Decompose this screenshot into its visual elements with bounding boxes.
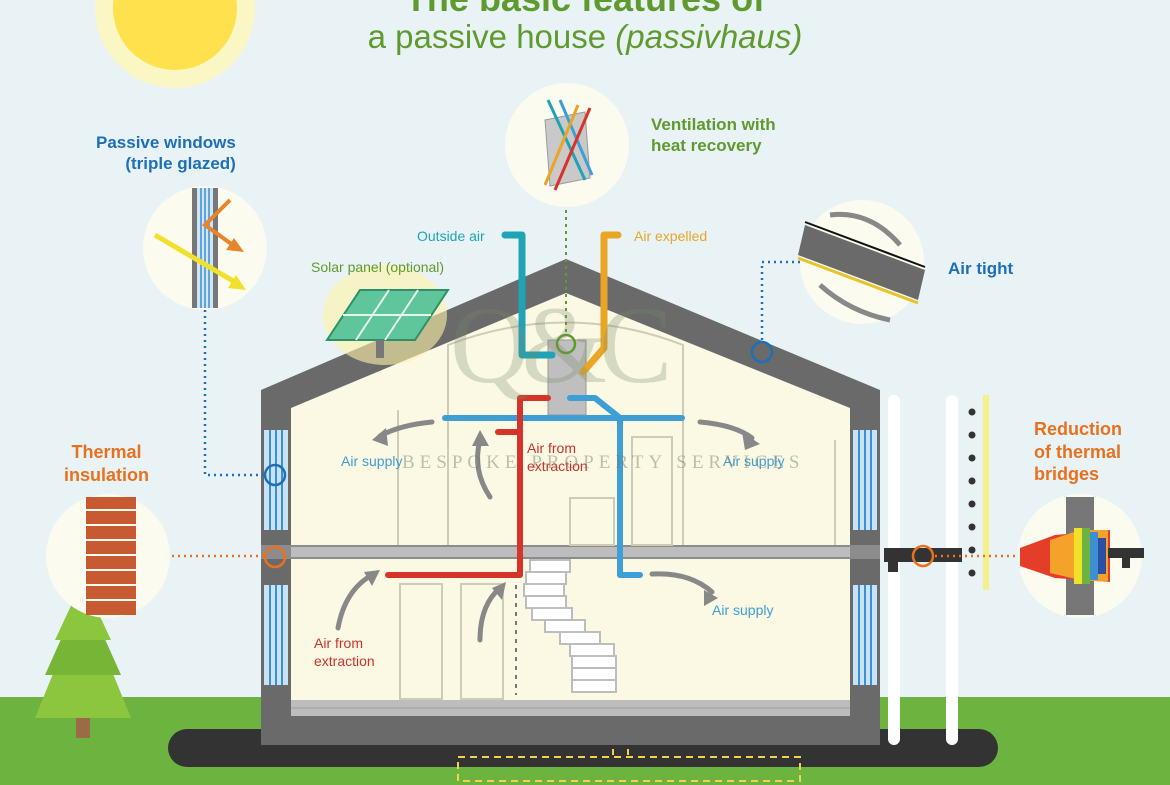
subtitle-italic: (passivhaus)	[615, 18, 803, 55]
label-ventilation: Ventilation with heat recovery	[651, 114, 776, 157]
label-air-supply-lower: Air supply	[712, 602, 774, 618]
label-solar-panel: Solar panel (optional)	[311, 259, 445, 275]
label-air-supply-upper-right: Air supply	[723, 453, 785, 469]
label-thermal-bridges-line3: bridges	[1034, 464, 1100, 484]
label-ventilation-line2: heat recovery	[651, 136, 762, 156]
label-thermal-insulation-line2: insulation	[64, 464, 149, 485]
label-air-supply-upper-left: Air supply	[341, 453, 403, 469]
solar-panel	[323, 265, 450, 365]
watermark-logo: Q&C	[450, 284, 672, 406]
page-subtitle: a passive house (passivhaus)	[0, 18, 1170, 56]
label-passive-windows: Passive windows (triple glazed)	[96, 132, 236, 175]
label-thermal-bridges: Reduction of thermal bridges	[1034, 418, 1122, 486]
label-air-extraction-lower: Air from extraction	[314, 635, 375, 670]
label-air-extraction-lower-line1: Air from	[314, 635, 363, 651]
label-air-extraction-upper-line2: extraction	[527, 457, 588, 474]
label-outside-air: Outside air	[417, 228, 485, 244]
label-air-extraction-upper: Air from extraction	[527, 440, 588, 475]
label-air-extraction-lower-line2: extraction	[314, 652, 375, 669]
label-air-expelled: Air expelled	[634, 228, 708, 244]
passive-window-icon	[143, 186, 267, 310]
page-title: The basic features of	[0, 0, 1170, 20]
duct-outside-air	[501, 231, 556, 359]
label-passive-windows-line1: Passive windows	[96, 133, 236, 152]
foundation-dashed	[457, 756, 801, 782]
subtitle-main: a passive house	[367, 18, 607, 55]
label-passive-windows-line2: (triple glazed)	[125, 154, 236, 174]
balcony	[884, 395, 989, 745]
dotted-line-bridges	[968, 408, 976, 577]
label-ventilation-line1: Ventilation with	[651, 115, 776, 134]
label-thermal-bridges-line1: Reduction	[1034, 419, 1122, 439]
label-air-tight: Air tight	[948, 259, 1014, 278]
brick-wall-icon	[46, 494, 170, 618]
staircase	[523, 559, 617, 693]
label-air-extraction-upper-line1: Air from	[527, 440, 576, 456]
wall-glazing	[264, 430, 877, 685]
duct-extraction	[385, 395, 551, 578]
sun-icon	[95, 0, 255, 88]
air-tight-icon	[797, 200, 926, 324]
duct-supply	[442, 395, 685, 578]
heat-recovery-icon	[505, 83, 629, 207]
watermark-tagline: BESPOKE PROPERTY SERVICES	[402, 452, 805, 473]
duct-air-expelled	[579, 231, 622, 376]
label-thermal-insulation: Thermal insulation	[64, 441, 149, 486]
thermal-bridge-icon	[1018, 494, 1144, 618]
label-thermal-bridges-line2: of thermal	[1034, 441, 1122, 462]
label-thermal-insulation-line1: Thermal	[71, 442, 142, 462]
